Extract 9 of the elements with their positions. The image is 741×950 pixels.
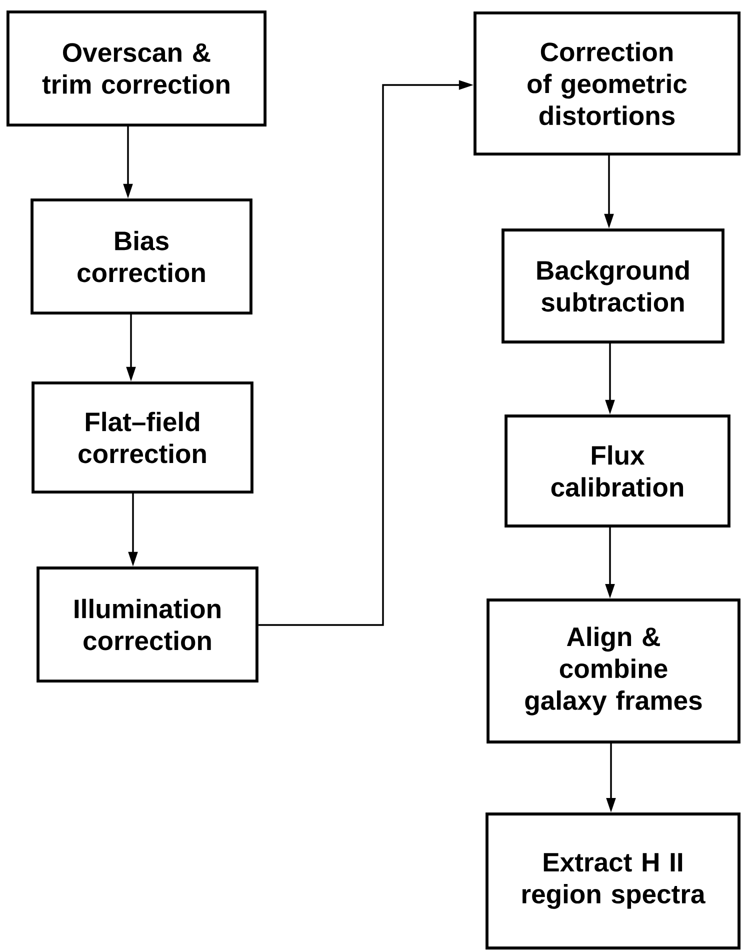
process-box: Align & combine galaxy frames [486,598,740,744]
process-box: Illumination correction [36,566,258,682]
process-box: Background subtraction [502,228,724,344]
process-box: Extract H II region spectra [486,812,740,950]
process-box: Bias correction [30,198,252,314]
process-box: Flux calibration [504,414,730,528]
process-box: Flat–field correction [32,382,254,494]
process-box: Correction of geometric distortions [474,12,740,156]
process-box: Overscan & trim correction [6,10,266,126]
